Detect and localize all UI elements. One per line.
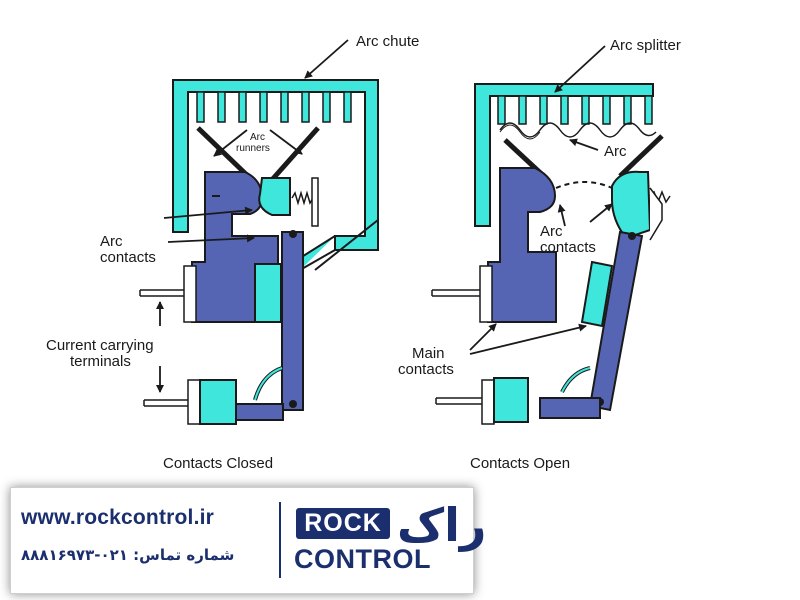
arc-runner-left: [196, 126, 252, 180]
arc-wave: [499, 122, 657, 138]
closed-contactor: [139, 79, 379, 425]
label-arc-chute: Arc chute: [356, 33, 419, 50]
moving-arm-left: [281, 231, 304, 411]
label-main-contacts-1: Main: [412, 345, 445, 362]
label-arc-contacts-right-2: contacts: [540, 239, 596, 256]
arc-splitter-plates: [497, 95, 653, 125]
open-contactor: [431, 83, 671, 425]
moving-arc-contact: [258, 177, 291, 216]
label-arc-runners-1: Arc: [250, 132, 265, 143]
arc-chute-left: [172, 79, 379, 271]
terminal-upper-left: [183, 265, 197, 323]
spring-left: [291, 190, 314, 206]
label-arc-contacts-left-2: contacts: [100, 249, 156, 266]
label-main-contacts-2: contacts: [398, 361, 454, 378]
label-arc-runners-2: runners: [236, 143, 270, 154]
caption-contacts-open: Contacts Open: [470, 455, 570, 472]
lower-block-left: [199, 379, 237, 425]
label-arc-contacts-right-1: Arc: [540, 223, 563, 240]
label-arc-contacts-left-1: Arc: [100, 233, 123, 250]
company-footer: www.rockcontrol.ir شماره تماس: ۰۲۱-۸۸۸۱۶…: [10, 487, 486, 594]
fixed-contact-body-right: [487, 167, 557, 323]
label-arc-splitter: Arc splitter: [610, 37, 681, 54]
label-current-terminals-1: Current carrying: [46, 337, 154, 354]
logo-control: CONTROL: [294, 544, 431, 574]
terminal-lower-left: [187, 379, 201, 425]
moving-main-contact-right: [580, 260, 614, 328]
fixed-main-contact: [254, 263, 282, 323]
logo-persian: راک: [397, 498, 487, 552]
arc-chute-right: [474, 83, 654, 227]
logo-rock: ROCK: [296, 508, 390, 539]
caption-contacts-closed: Contacts Closed: [163, 455, 273, 472]
leader-arrows: [156, 39, 613, 393]
website-link[interactable]: www.rockcontrol.ir: [21, 506, 215, 529]
phone-number: شماره تماس: ۰۲۱-۸۸۸۱۶۹۷۳: [21, 546, 235, 564]
label-arc: Arc: [604, 143, 627, 160]
footer-divider: [279, 502, 281, 578]
arc-runner-right: [268, 126, 320, 184]
moving-arc-contact-right: [611, 170, 652, 240]
label-current-terminals-2: terminals: [70, 353, 131, 370]
